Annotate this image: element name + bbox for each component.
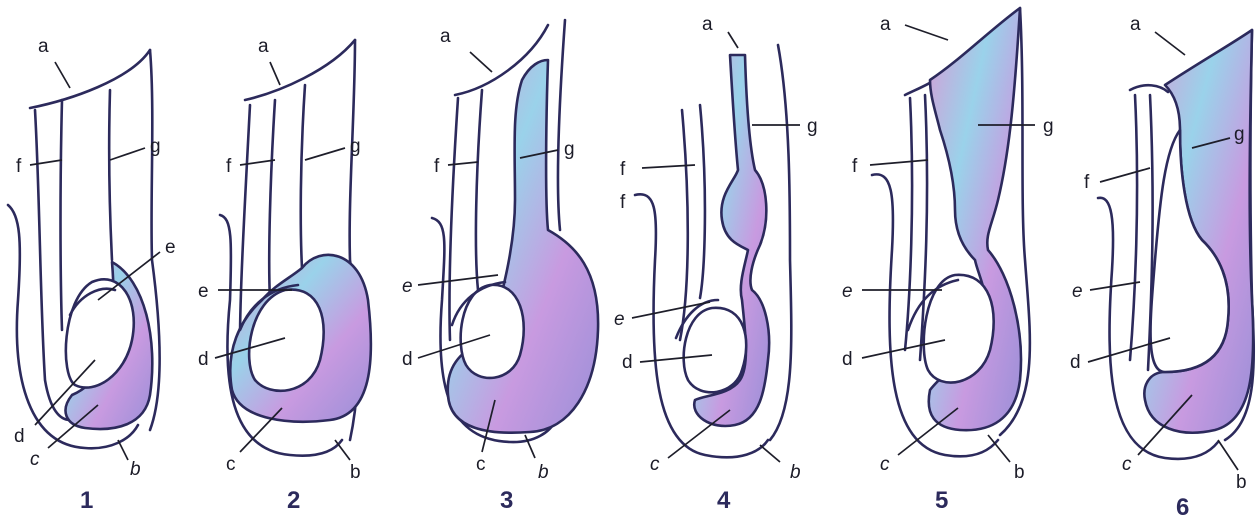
- label-f: f: [620, 159, 626, 180]
- label-a: a: [440, 26, 451, 47]
- label-e: e: [614, 309, 625, 330]
- leader-a: [470, 52, 492, 72]
- panel-5: a f g e d c b 5: [842, 8, 1054, 514]
- fluid-collection: [448, 60, 598, 433]
- scrotal-wall-right: [558, 20, 565, 230]
- label-f: f: [226, 156, 232, 177]
- panel-2: a f g e d c b 2: [198, 36, 371, 514]
- leader-a: [728, 32, 738, 48]
- panel-number: 6: [1176, 494, 1189, 521]
- leader-f: [30, 160, 62, 165]
- leader-b: [118, 440, 128, 460]
- label-f: f: [434, 156, 440, 177]
- leader-f: [1100, 168, 1150, 182]
- label-a: a: [38, 36, 49, 57]
- processus-left-line: [449, 98, 458, 340]
- leader-a: [55, 62, 70, 88]
- panel-3: a f g e d c b 3: [402, 20, 598, 514]
- leader-e: [418, 275, 498, 285]
- panel-4: a f f g e d c b 4: [614, 14, 818, 514]
- scrotal-wall-right: [770, 45, 791, 440]
- leader-a: [270, 62, 280, 85]
- leader-a: [905, 25, 948, 40]
- label-c: c: [1122, 454, 1132, 475]
- label-d: d: [842, 349, 853, 370]
- testis: [684, 308, 747, 393]
- leader-f: [240, 160, 275, 165]
- label-b: b: [790, 462, 801, 483]
- panel-number: 3: [500, 487, 513, 514]
- testis: [461, 285, 524, 378]
- label-c: c: [880, 454, 890, 475]
- label-f: f: [852, 156, 858, 177]
- label-b: b: [1236, 472, 1247, 493]
- label-c: c: [226, 454, 236, 475]
- leader-b: [988, 435, 1010, 462]
- leader-f: [448, 162, 478, 165]
- cord-line: [301, 85, 305, 268]
- abdominal-wall-line: [1130, 85, 1168, 92]
- leader-f: [870, 160, 928, 165]
- label-d: d: [622, 352, 633, 373]
- leader-b: [335, 440, 350, 460]
- label-e: e: [1072, 281, 1083, 302]
- leader-a: [1155, 32, 1185, 55]
- processus-left-line: [680, 110, 688, 340]
- processus-inner-line: [269, 100, 275, 300]
- label-b: b: [538, 462, 549, 483]
- processus-inner-line: [61, 100, 63, 330]
- label-d: d: [1070, 352, 1081, 373]
- panel-number: 5: [935, 487, 948, 514]
- panel-1: a f g e d c b 1: [8, 36, 176, 514]
- label-f2: f: [620, 192, 626, 213]
- abdominal-wall-line: [30, 50, 150, 108]
- processus-left-line: [1130, 95, 1137, 360]
- label-d: d: [14, 426, 25, 447]
- panel-number: 1: [80, 487, 93, 514]
- label-c: c: [30, 449, 40, 470]
- label-a: a: [1130, 14, 1141, 35]
- leader-b: [760, 445, 780, 462]
- leader-g: [305, 148, 345, 160]
- label-e: e: [165, 237, 176, 258]
- label-a: a: [702, 14, 713, 35]
- panel-6: a f g e d c b 6: [1070, 14, 1254, 521]
- processus-inner-line: [700, 105, 705, 298]
- cord-line: [109, 90, 112, 260]
- label-g: g: [564, 139, 575, 160]
- processus-left-line: [35, 110, 70, 420]
- label-f: f: [1084, 172, 1090, 193]
- processus-left-line: [905, 98, 912, 350]
- label-b: b: [350, 462, 361, 483]
- label-e: e: [842, 281, 853, 302]
- leader-e: [1090, 282, 1140, 290]
- label-d: d: [198, 349, 209, 370]
- label-c: c: [650, 454, 660, 475]
- label-b: b: [130, 459, 141, 480]
- label-g: g: [1043, 116, 1054, 137]
- processus-left-line: [240, 105, 250, 340]
- label-f: f: [16, 156, 22, 177]
- label-e: e: [402, 276, 413, 297]
- label-d: d: [402, 349, 413, 370]
- leader-b: [1218, 440, 1238, 470]
- label-g: g: [150, 136, 161, 157]
- label-a: a: [258, 36, 269, 57]
- label-e: e: [198, 281, 209, 302]
- label-a: a: [880, 14, 891, 35]
- processus-inner-line: [476, 90, 482, 290]
- panel-number: 2: [287, 487, 300, 514]
- label-g: g: [350, 136, 361, 157]
- label-c: c: [476, 454, 486, 475]
- label-g: g: [1234, 124, 1245, 145]
- leader-g: [110, 148, 145, 160]
- label-g: g: [807, 116, 818, 137]
- label-b: b: [1014, 462, 1025, 483]
- panel-number: 4: [717, 487, 731, 514]
